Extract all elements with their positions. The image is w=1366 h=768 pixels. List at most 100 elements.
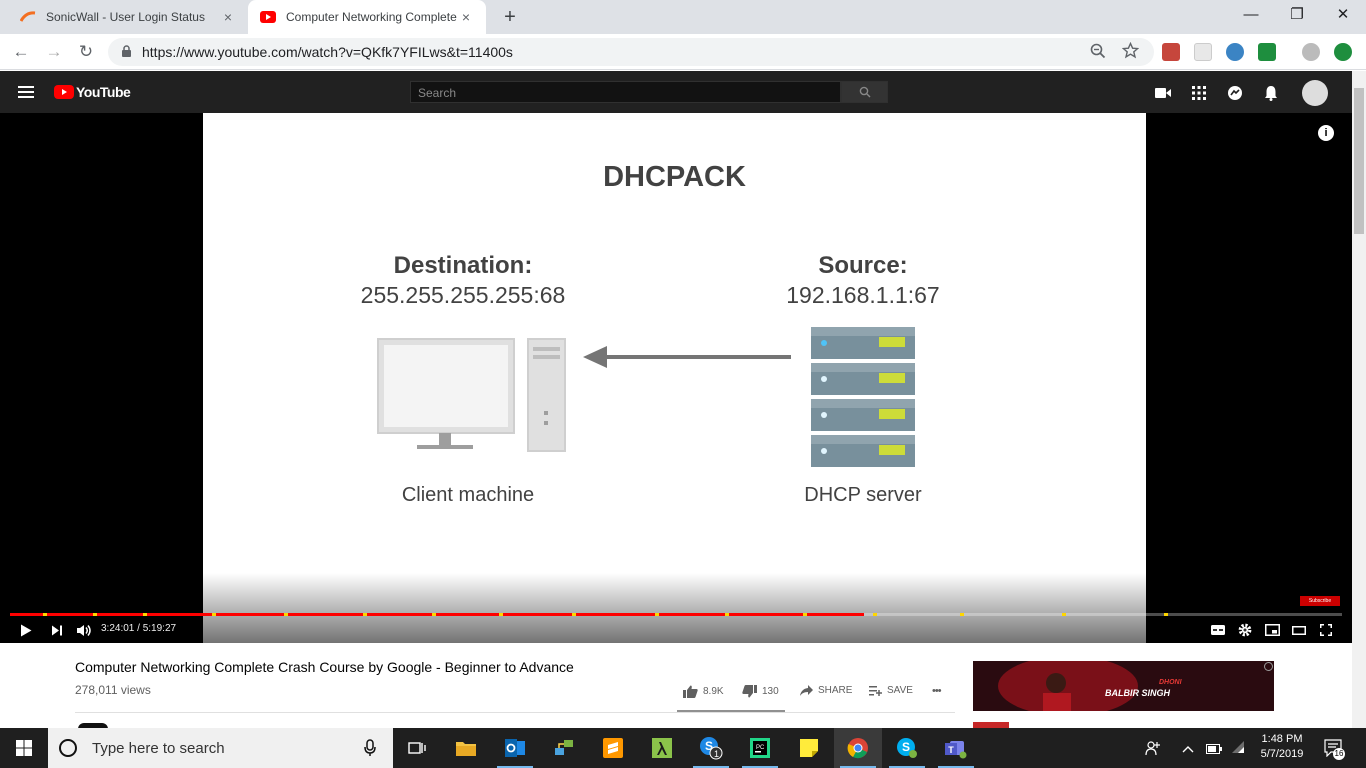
- duration: 5:19:27: [142, 623, 177, 634]
- client-machine-icon: [377, 338, 566, 452]
- youtube-logo[interactable]: YouTube: [54, 84, 131, 100]
- bookmark-icon[interactable]: [1226, 43, 1244, 61]
- destination-label: Destination:: [393, 252, 533, 279]
- slide-heading: DHCPACK: [603, 161, 746, 193]
- microphone-icon[interactable]: [364, 739, 376, 757]
- tab-youtube[interactable]: Computer Networking Complete ×: [248, 0, 486, 34]
- restore-button[interactable]: ❐: [1290, 6, 1304, 23]
- zoom-icon[interactable]: [1090, 43, 1106, 62]
- video-player[interactable]: DHCPACK Destination: 255.255.255.255:68 …: [0, 113, 1352, 643]
- lambda-app-icon[interactable]: [638, 728, 686, 768]
- chapter-marker: [725, 613, 730, 616]
- sheets-icon[interactable]: [1258, 43, 1276, 61]
- chapter-marker: [432, 613, 437, 616]
- fullscreen-button[interactable]: [1316, 620, 1336, 640]
- back-button[interactable]: ←: [12, 42, 30, 61]
- start-button[interactable]: [0, 728, 48, 768]
- volume-button[interactable]: [74, 620, 94, 640]
- ad-info-icon[interactable]: [1264, 662, 1273, 671]
- chapter-marker: [654, 613, 659, 616]
- info-icon[interactable]: i: [1318, 125, 1334, 141]
- next-button[interactable]: [47, 620, 67, 640]
- more-actions-button[interactable]: •••: [932, 685, 942, 697]
- network-tool-icon[interactable]: [540, 728, 588, 768]
- sonicwall-icon: [20, 9, 36, 25]
- url-text: https://www.youtube.com/watch?v=QKfk7YFI…: [142, 44, 513, 60]
- subscribe-badge[interactable]: Subscribe: [1300, 596, 1340, 606]
- new-tab-button[interactable]: +: [504, 6, 516, 28]
- messages-icon[interactable]: [1225, 83, 1245, 103]
- outlook-icon[interactable]: [491, 728, 539, 768]
- ad-text-2: BALBIR SINGH: [1105, 688, 1170, 698]
- captions-button[interactable]: [1208, 620, 1228, 640]
- battery-icon[interactable]: [1206, 742, 1222, 757]
- chapter-marker: [92, 613, 97, 616]
- account-avatar[interactable]: [1302, 80, 1328, 106]
- forward-button[interactable]: →: [45, 42, 63, 61]
- notification-count: 16: [1333, 748, 1345, 760]
- people-icon[interactable]: [1145, 740, 1161, 759]
- pycharm-icon[interactable]: PC: [736, 728, 784, 768]
- teams-icon[interactable]: T: [932, 728, 980, 768]
- tab-title: SonicWall - User Login Status: [46, 10, 205, 24]
- apps-icon[interactable]: [1189, 83, 1209, 103]
- svg-text:S: S: [902, 740, 910, 754]
- task-view-icon[interactable]: [393, 728, 441, 768]
- video-title: Computer Networking Complete Crash Cours…: [75, 659, 574, 675]
- play-button[interactable]: [16, 620, 36, 640]
- skype-icon[interactable]: S: [883, 728, 931, 768]
- dislike-button[interactable]: 130: [742, 685, 779, 698]
- profile-avatar[interactable]: [1302, 43, 1320, 61]
- ad-text-1: DHONI: [1159, 679, 1182, 686]
- lock-icon: [121, 45, 132, 61]
- sticky-notes-icon[interactable]: [785, 728, 833, 768]
- address-bar[interactable]: https://www.youtube.com/watch?v=QKfk7YFI…: [108, 38, 1154, 66]
- ad-thumbnail[interactable]: [973, 722, 1009, 728]
- svg-text:S: S: [705, 739, 713, 753]
- settings-button[interactable]: [1235, 620, 1255, 640]
- taskbar-search[interactable]: Type here to search: [48, 728, 393, 768]
- scrollbar[interactable]: [1352, 71, 1366, 728]
- notifications-icon[interactable]: [1261, 83, 1281, 103]
- pdf-icon[interactable]: [1162, 43, 1180, 61]
- chevron-up-icon[interactable]: [1182, 741, 1194, 756]
- search-button[interactable]: [841, 81, 888, 103]
- menu-icon[interactable]: [18, 86, 34, 101]
- wifi-icon[interactable]: [1230, 740, 1246, 757]
- save-button[interactable]: SAVE: [869, 685, 913, 696]
- play-icon: [21, 624, 32, 636]
- view-count: 278,011 views: [75, 683, 151, 697]
- create-video-icon[interactable]: [1153, 83, 1173, 103]
- sentiment-bar: [677, 710, 785, 712]
- sublime-text-icon[interactable]: [589, 728, 637, 768]
- chapter-marker: [1163, 613, 1168, 616]
- tab-sonicwall[interactable]: SonicWall - User Login Status ×: [8, 0, 248, 34]
- reload-button[interactable]: ↻: [78, 42, 94, 61]
- update-icon[interactable]: [1334, 43, 1352, 61]
- ad-banner[interactable]: DHONI BALBIR SINGH: [973, 661, 1274, 711]
- like-button[interactable]: 8.9K: [683, 685, 724, 698]
- extension-icon[interactable]: [1194, 43, 1212, 61]
- taskbar: Type here to search S 1 PC S T: [0, 728, 1366, 768]
- channel-avatar[interactable]: [78, 723, 108, 729]
- theater-mode-button[interactable]: [1289, 620, 1309, 640]
- clock[interactable]: 1:48 PM 5/7/2019: [1252, 732, 1312, 762]
- scrollbar-thumb[interactable]: [1354, 88, 1364, 234]
- server-caption: DHCP server: [804, 484, 922, 506]
- search-input[interactable]: Search: [410, 81, 841, 103]
- skype-business-icon[interactable]: S 1: [687, 728, 735, 768]
- captions-icon: [1211, 625, 1225, 635]
- tab-title: Computer Networking Complete: [286, 10, 457, 24]
- bookmark-star-icon[interactable]: [1121, 41, 1140, 62]
- progress-bar[interactable]: [10, 613, 1342, 616]
- action-center-icon[interactable]: 16: [1324, 739, 1345, 760]
- miniplayer-button[interactable]: [1262, 620, 1282, 640]
- file-explorer-icon[interactable]: [442, 728, 490, 768]
- chrome-icon[interactable]: [834, 728, 882, 768]
- minimize-button[interactable]: —: [1243, 6, 1259, 23]
- share-button[interactable]: SHARE: [800, 685, 852, 696]
- tab-close-button[interactable]: ×: [461, 9, 471, 25]
- close-window-button[interactable]: ✕: [1336, 6, 1350, 23]
- tab-close-button[interactable]: ×: [223, 9, 233, 25]
- client-caption: Client machine: [401, 484, 535, 506]
